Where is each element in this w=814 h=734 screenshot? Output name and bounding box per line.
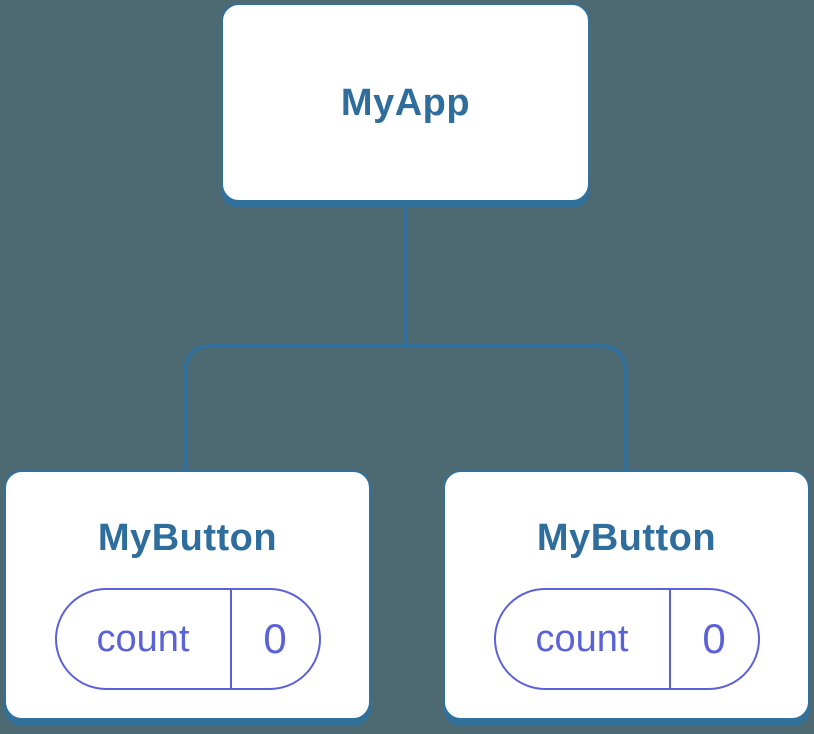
component-node-mybutton-2: MyButton count 0 bbox=[443, 470, 810, 720]
connector-branch-bracket bbox=[183, 344, 628, 472]
component-label: MyButton bbox=[97, 517, 278, 559]
component-node-mybutton-1: MyButton count 0 bbox=[4, 470, 371, 720]
state-value: 0 bbox=[263, 615, 287, 662]
state-pill-divider bbox=[229, 590, 232, 688]
state-name: count bbox=[535, 617, 629, 660]
state-name: count bbox=[96, 617, 190, 660]
state-value: 0 bbox=[702, 615, 726, 662]
component-label: MyButton bbox=[536, 517, 717, 559]
component-label: MyApp bbox=[340, 81, 471, 124]
state-pill: count 0 bbox=[54, 588, 321, 690]
component-node-myapp: MyApp bbox=[221, 3, 590, 202]
state-pill-divider bbox=[668, 590, 671, 688]
state-pill: count 0 bbox=[493, 588, 760, 690]
